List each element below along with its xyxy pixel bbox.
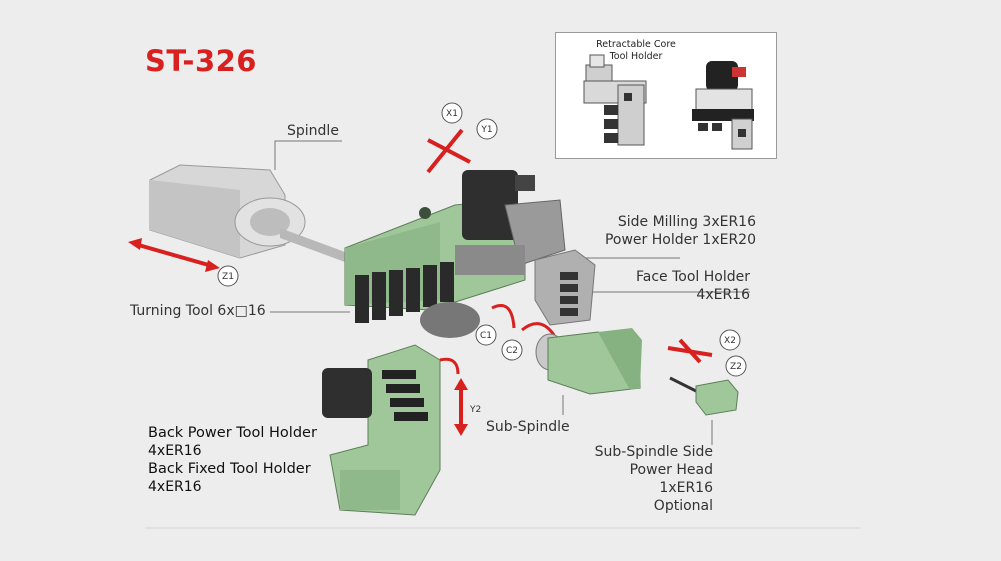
- sub-side-line4: Optional: [653, 498, 713, 514]
- side-milling-label: Side Milling 3xER16 Power Holder 1xER20: [560, 213, 756, 249]
- turning-tool-label: Turning Tool 6x□16: [130, 303, 266, 319]
- face-tool-line2: 4xER16: [696, 287, 750, 303]
- side-milling-line2: Power Holder 1xER20: [604, 232, 756, 248]
- inset-title: Retractable Core Tool Holder: [556, 39, 716, 63]
- spindle-leader: [274, 140, 342, 170]
- back-tool-label: Back Power Tool Holder 4xER16 Back Fixed…: [148, 424, 317, 496]
- inset-title-line1: Retractable Core: [596, 39, 676, 50]
- y2-arrow: Y2: [439, 357, 481, 436]
- sub-side-line2: Power Head: [629, 462, 713, 478]
- back-power-line1: Back Power Tool Holder: [148, 425, 317, 441]
- x2-label: X2: [724, 336, 736, 346]
- inset-illustration: [583, 54, 754, 150]
- back-tool-holder: [322, 344, 441, 516]
- extended-holder-image: [692, 61, 754, 150]
- main-spindle: [149, 164, 345, 262]
- model-title: ST-326: [145, 44, 257, 78]
- y2-label: Y2: [469, 405, 481, 415]
- sub-side-label: Sub-Spindle Side Power Head 1xER16 Optio…: [560, 443, 713, 515]
- back-fixed-line2: 4xER16: [148, 479, 202, 495]
- spindle-label: Spindle: [287, 123, 339, 139]
- y1-label: Y1: [480, 125, 492, 135]
- sub-side-line3: 1xER16: [659, 480, 713, 496]
- sub-side-line1: Sub-Spindle Side: [594, 444, 713, 460]
- c1-label: C1: [480, 331, 492, 341]
- c2-label: C2: [506, 346, 518, 356]
- c-axes: C1 C2: [475, 304, 556, 361]
- z1-label: Z1: [222, 272, 234, 282]
- x2-z2-arrows: X2 Z2: [667, 329, 747, 377]
- face-tool-line1: Face Tool Holder: [636, 269, 750, 285]
- sub-spindle: [535, 328, 642, 395]
- z2-label: Z2: [730, 362, 742, 372]
- x1-y1-arrows: X1 Y1: [426, 102, 498, 174]
- face-tool-holder: [534, 249, 596, 326]
- face-tool-label: Face Tool Holder 4xER16: [600, 268, 750, 304]
- z1-arrow: Z1: [128, 238, 239, 287]
- sub-spindle-side-power-head: [669, 376, 739, 416]
- retractable-core-inset: Retractable Core Tool Holder: [555, 32, 777, 159]
- sub-spindle-label: Sub-Spindle: [486, 419, 570, 435]
- back-power-line2: 4xER16: [148, 443, 202, 459]
- side-milling-line1: Side Milling 3xER16: [617, 214, 756, 230]
- gang-tool-plate: [344, 170, 566, 338]
- inset-title-line2: Tool Holder: [609, 51, 663, 62]
- retracted-holder-image: [583, 54, 647, 146]
- back-fixed-line1: Back Fixed Tool Holder: [148, 461, 311, 477]
- x1-label: X1: [446, 109, 458, 119]
